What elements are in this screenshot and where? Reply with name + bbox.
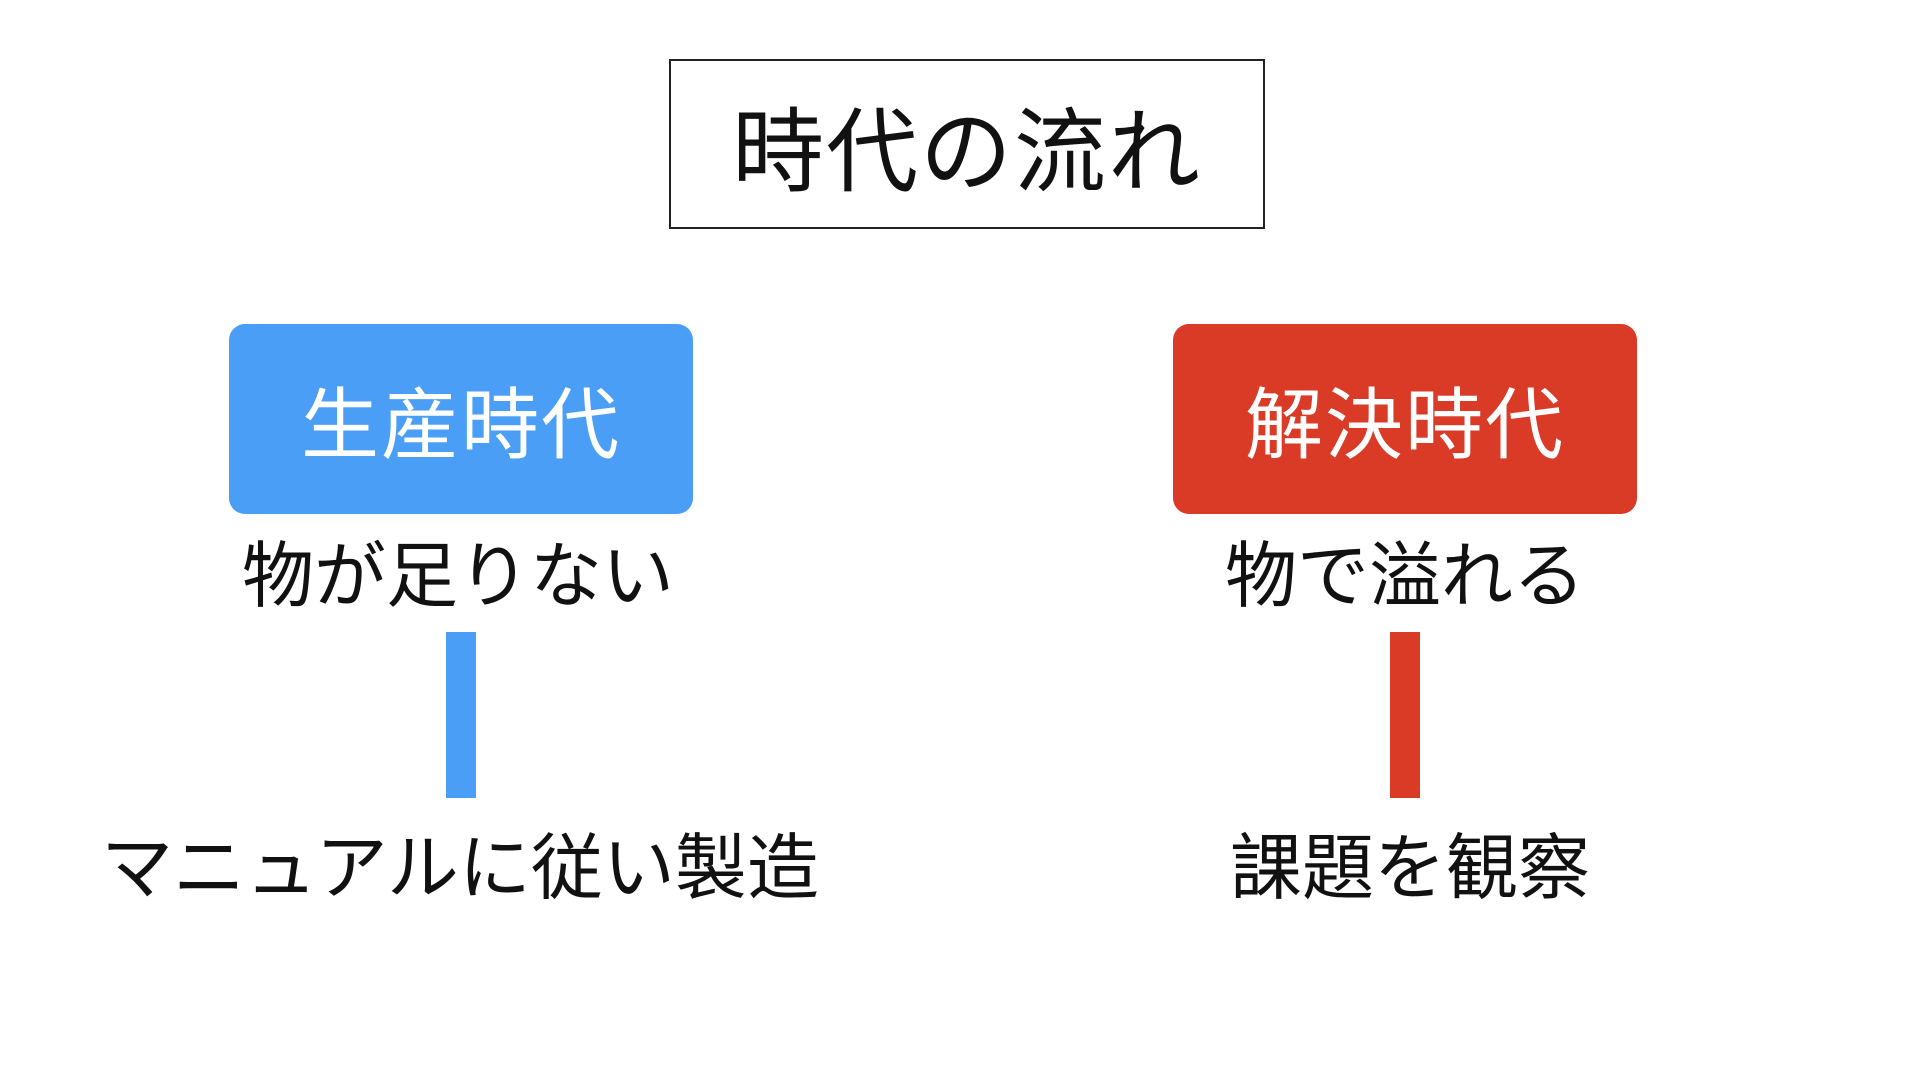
- era-column-solution: 解決時代 物で溢れる 課題を観察: [1025, 0, 1785, 1080]
- era-state-solution: 物で溢れる: [1224, 534, 1585, 618]
- era-state-production: 物が足りない: [241, 534, 674, 618]
- era-column-production: 生産時代 物が足りない マニュアルに従い製造: [80, 0, 840, 1080]
- era-action-solution: 課題を観察: [1229, 826, 1590, 910]
- connector-bar-solution: [1390, 632, 1420, 798]
- era-box-production: 生産時代: [229, 324, 693, 514]
- era-box-solution: 解決時代: [1173, 324, 1637, 514]
- connector-bar-production: [446, 632, 476, 798]
- slide-title: 時代の流れ: [669, 59, 1265, 229]
- era-action-production: マニュアルに従い製造: [101, 826, 819, 910]
